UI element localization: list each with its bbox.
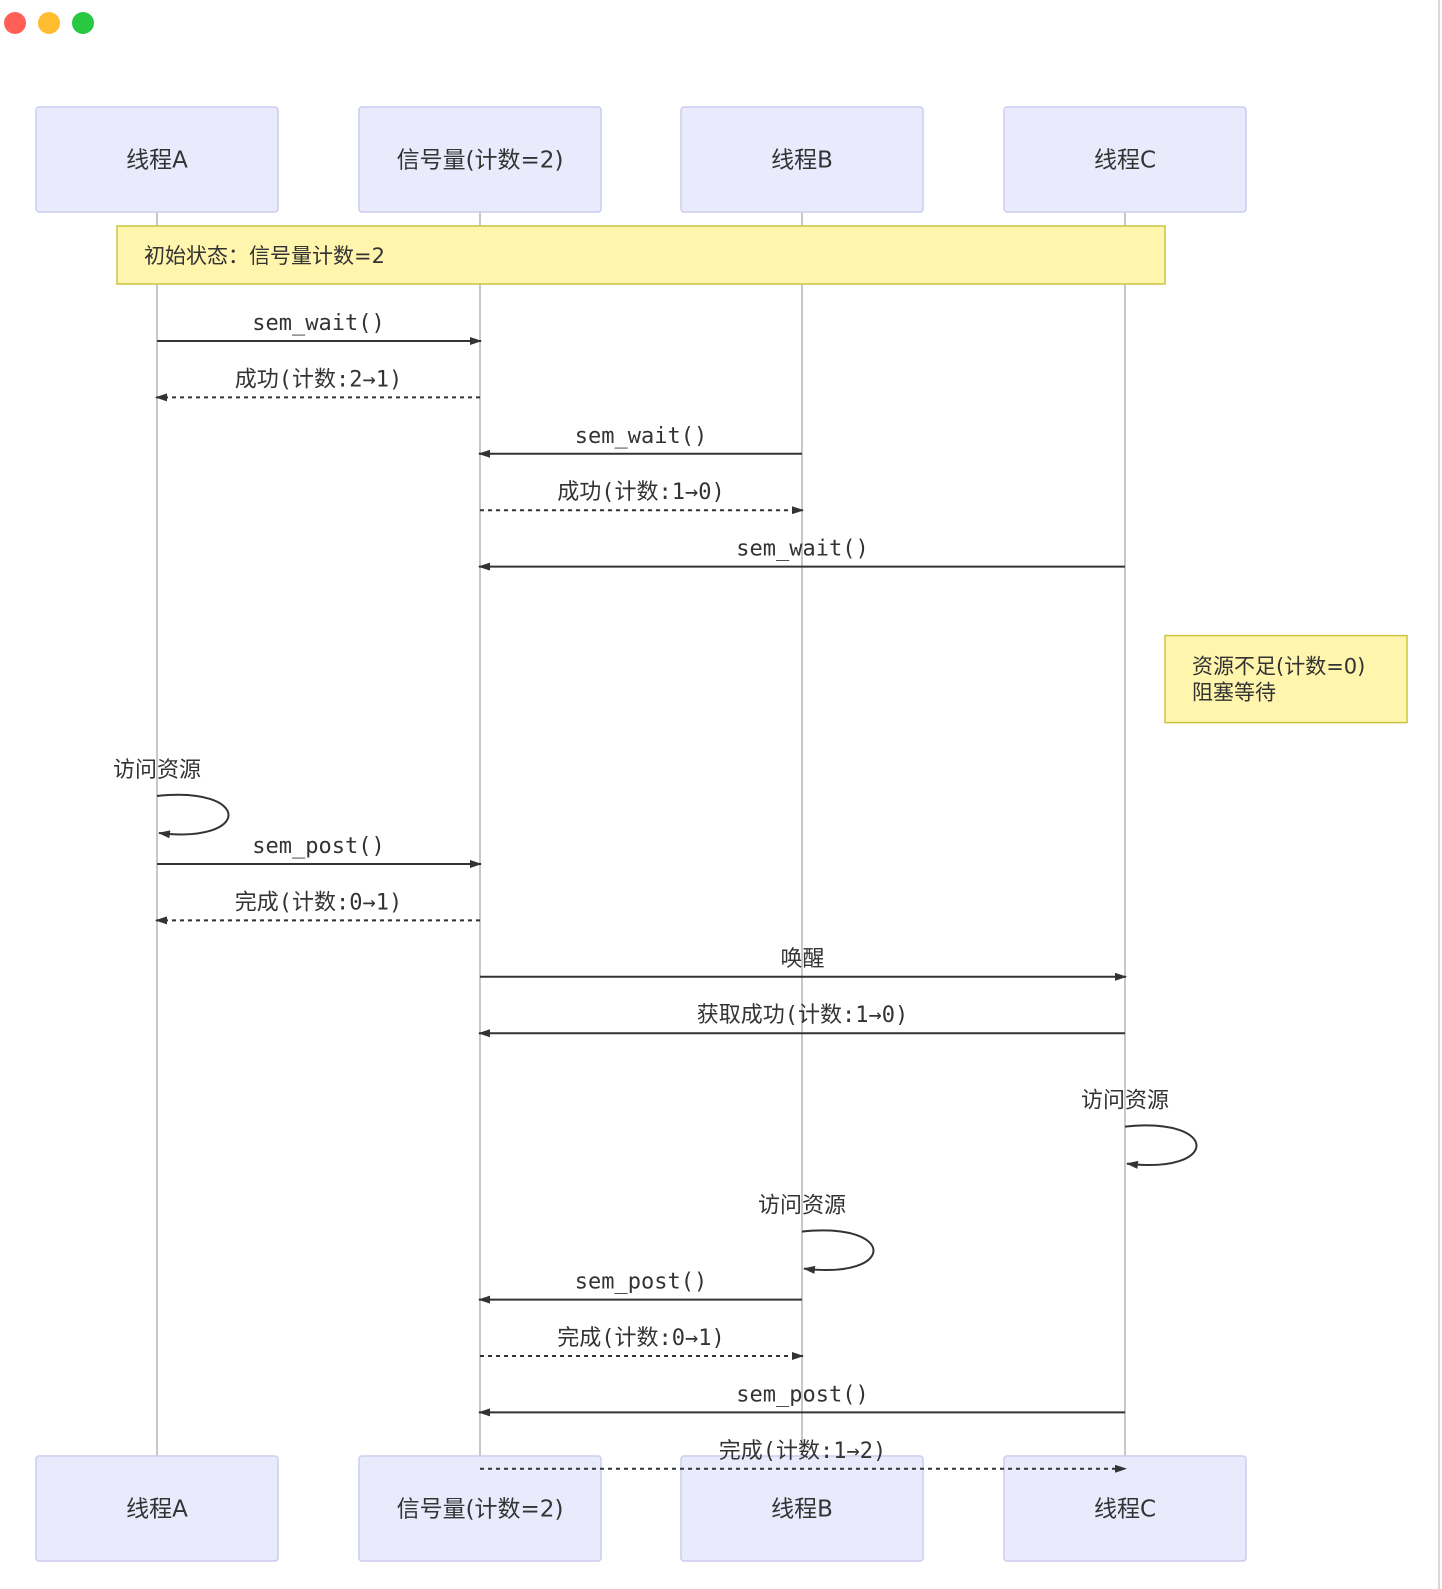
self-message-label: 访问资源 bbox=[758, 1194, 846, 1219]
self-message-arrow bbox=[1124, 1124, 1198, 1169]
message-label: sem_post() bbox=[575, 1270, 707, 1295]
participant-box bbox=[680, 1455, 924, 1562]
participant-label: 线程A bbox=[126, 1497, 188, 1523]
events: 初始状态：信号量计数=2 sem_wait() 成功(计数:2→1) sem_wait… bbox=[113, 225, 1408, 1473]
close-button[interactable] bbox=[4, 12, 26, 34]
event-message: sem_post() bbox=[478, 1270, 802, 1304]
note-box bbox=[1164, 634, 1408, 724]
event-message: 完成(计数:1→2) bbox=[480, 1439, 1127, 1473]
participant-top-A: 线程A bbox=[35, 106, 279, 213]
event-message: 完成(计数:0→1) bbox=[480, 1326, 804, 1360]
event-message: sem_post() bbox=[157, 834, 482, 868]
event-message: sem_wait() bbox=[478, 537, 1125, 571]
participant-box bbox=[35, 106, 279, 213]
participant-label: 线程A bbox=[126, 148, 188, 174]
event-self: 访问资源 bbox=[758, 1194, 875, 1274]
self-message-label: 访问资源 bbox=[1081, 1089, 1169, 1114]
participant-bottom-S: 信号量(计数=2) bbox=[358, 1455, 602, 1562]
lifelines bbox=[156, 212, 1126, 1456]
message-label: 完成(计数:0→1) bbox=[557, 1326, 724, 1351]
event-message: 获取成功(计数:1→0) bbox=[478, 1003, 1125, 1038]
participant-bottom-A: 线程A bbox=[35, 1455, 279, 1562]
event-self: 访问资源 bbox=[1081, 1089, 1198, 1169]
participant-box bbox=[680, 106, 924, 213]
event-message: sem_post() bbox=[478, 1382, 1125, 1417]
participant-label: 线程B bbox=[771, 148, 833, 174]
message-label: 成功(计数:1→0) bbox=[557, 480, 724, 505]
event-note: 资源不足(计数=0)阻塞等待 bbox=[1164, 634, 1408, 724]
note-text: 资源不足(计数=0) bbox=[1192, 655, 1365, 679]
zoom-button[interactable] bbox=[72, 12, 94, 34]
event-message: 成功(计数:1→0) bbox=[480, 480, 804, 515]
event-message: sem_wait() bbox=[157, 311, 482, 345]
note-box bbox=[116, 225, 1166, 285]
message-label: 成功(计数:2→1) bbox=[235, 367, 402, 392]
participant-top-B: 线程B bbox=[680, 106, 924, 213]
participant-label: 线程C bbox=[1094, 148, 1156, 174]
participant-label: 信号量(计数=2) bbox=[397, 1497, 564, 1523]
note-text: 阻塞等待 bbox=[1192, 681, 1276, 705]
message-label: sem_wait() bbox=[252, 311, 384, 336]
message-label: 完成(计数:1→2) bbox=[719, 1439, 886, 1464]
window-edge bbox=[1438, 0, 1440, 1589]
message-label: 完成(计数:0→1) bbox=[235, 890, 402, 915]
event-note: 初始状态：信号量计数=2 bbox=[116, 225, 1166, 285]
message-label: sem_wait() bbox=[575, 424, 707, 449]
self-message-label: 访问资源 bbox=[113, 758, 201, 783]
note-text: 初始状态：信号量计数=2 bbox=[144, 244, 385, 268]
event-message: 成功(计数:2→1) bbox=[155, 367, 480, 402]
self-message-arrow bbox=[801, 1229, 875, 1274]
event-message: sem_wait() bbox=[478, 424, 802, 458]
event-self: 访问资源 bbox=[113, 758, 230, 839]
participant-top-S: 信号量(计数=2) bbox=[358, 106, 602, 213]
participant-box bbox=[358, 1455, 602, 1562]
participant-top-C: 线程C bbox=[1003, 106, 1247, 213]
participant-label: 线程C bbox=[1094, 1497, 1156, 1523]
participant-box bbox=[358, 106, 602, 213]
event-message: 完成(计数:0→1) bbox=[155, 890, 480, 925]
message-label: sem_post() bbox=[736, 1382, 868, 1407]
participant-box bbox=[1003, 1455, 1247, 1562]
minimize-button[interactable] bbox=[38, 12, 60, 34]
self-message-arrow bbox=[156, 793, 230, 839]
participant-bottom-C: 线程C bbox=[1003, 1455, 1247, 1562]
participant-label: 线程B bbox=[771, 1497, 833, 1523]
event-message: 唤醒 bbox=[480, 947, 1127, 981]
participant-box bbox=[1003, 106, 1247, 213]
participant-bottom-B: 线程B bbox=[680, 1455, 924, 1562]
participants-bottom: 线程A 信号量(计数=2) 线程B 线程C bbox=[35, 1455, 1247, 1562]
participant-box bbox=[35, 1455, 279, 1562]
participant-label: 信号量(计数=2) bbox=[397, 148, 564, 174]
participants-top: 线程A 信号量(计数=2) 线程B 线程C bbox=[35, 106, 1247, 213]
message-label: sem_wait() bbox=[736, 537, 868, 562]
message-label: sem_post() bbox=[252, 834, 384, 859]
message-label: 获取成功(计数:1→0) bbox=[697, 1003, 908, 1028]
message-label: 唤醒 bbox=[780, 947, 824, 972]
